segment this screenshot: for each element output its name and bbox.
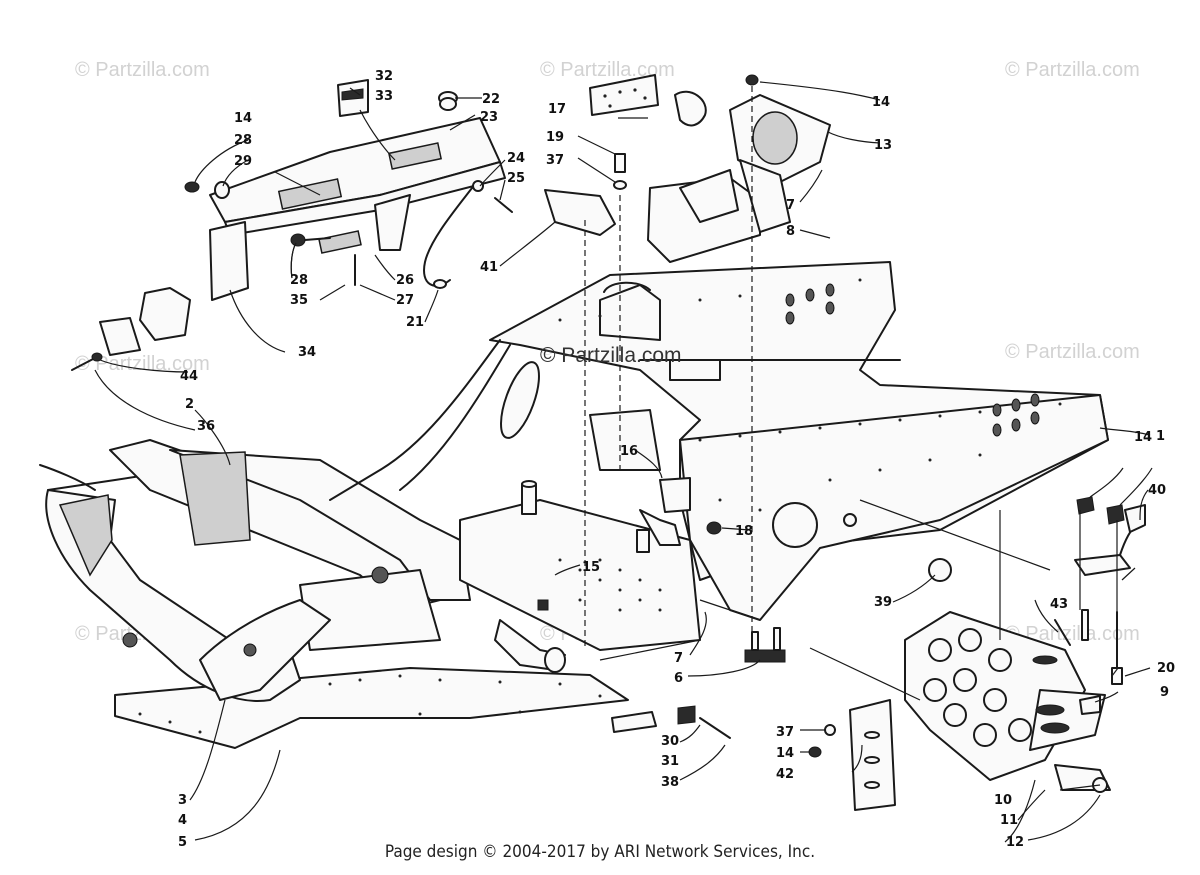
- watermark: © Partzilla.com: [1005, 59, 1140, 81]
- callout-label: 36: [197, 419, 215, 434]
- callout-label: 17: [548, 102, 566, 117]
- callout-label: 2: [185, 397, 194, 412]
- callout-label: 22: [482, 92, 500, 107]
- callout-label: 27: [396, 293, 414, 308]
- watermark: © Partzilla.com: [75, 59, 210, 81]
- callout-label: 32: [375, 69, 393, 84]
- callout-label: 4: [178, 813, 187, 828]
- callout-label: 37: [776, 725, 794, 740]
- callout-label: 14: [776, 746, 794, 761]
- callout-label: 35: [290, 293, 308, 308]
- callout-label: 26: [396, 273, 414, 288]
- callout-label: 40: [1148, 483, 1166, 498]
- callout-label: 34: [298, 345, 316, 360]
- callout-label: 15: [582, 560, 600, 575]
- callout-label: 7: [786, 198, 795, 213]
- watermark: © Partzilla.com: [1005, 341, 1140, 363]
- callout-label: 37: [546, 153, 564, 168]
- callout-label: 28: [234, 133, 252, 148]
- leader-lines: [94, 81, 1153, 843]
- callout-label: 31: [661, 754, 679, 769]
- guide-lines: [584, 86, 1118, 791]
- callout-label: 13: [874, 138, 892, 153]
- callout-label: 10: [994, 793, 1012, 808]
- callout-label: 18: [735, 524, 753, 539]
- callout-label: 9: [1160, 685, 1169, 700]
- callout-label: 42: [776, 767, 794, 782]
- callout-label: 3: [178, 793, 187, 808]
- callout-label: 44: [180, 369, 198, 384]
- callout-labels: 1 2 3 4 5 6 7 7 8 9 10 11 12 13 14 14 14…: [178, 69, 1175, 850]
- callout-label: 39: [874, 595, 892, 610]
- callout-label: 8: [786, 224, 795, 239]
- callout-label: 23: [480, 110, 498, 125]
- callout-label: 11: [1000, 813, 1018, 828]
- callout-label: 25: [507, 171, 525, 186]
- callout-label: 12: [1006, 835, 1024, 850]
- callout-label: 33: [375, 89, 393, 104]
- callout-label: 6: [674, 671, 683, 686]
- callout-label: 14: [234, 111, 252, 126]
- page-footer-copyright: Page design © 2004-2017 by ARI Network S…: [384, 842, 816, 862]
- callout-label: 20: [1157, 661, 1175, 676]
- callout-label: 41: [480, 260, 498, 275]
- callout-label: 16: [620, 444, 638, 459]
- callout-label: 14: [872, 95, 890, 110]
- watermark: © Partzilla.com: [75, 353, 210, 375]
- callout-label: 7: [674, 651, 683, 666]
- callout-label: 19: [546, 130, 564, 145]
- watermark: © Partzilla.com: [1005, 623, 1140, 645]
- callout-label: 14: [1134, 430, 1152, 445]
- callout-label: 21: [406, 315, 424, 330]
- chassis-frame-drawing: [39, 74, 1146, 811]
- callout-label: 1: [1156, 429, 1165, 444]
- callout-label: 43: [1050, 597, 1068, 612]
- watermark: © Partzilla.com: [540, 59, 675, 81]
- callout-label: 28: [290, 273, 308, 288]
- callout-label: 30: [661, 734, 679, 749]
- callout-label: 5: [178, 835, 187, 850]
- callout-label: 38: [661, 775, 679, 790]
- center-watermark: © Partzilla.com: [540, 344, 682, 367]
- callout-label: 29: [234, 154, 252, 169]
- callout-label: 24: [507, 151, 525, 166]
